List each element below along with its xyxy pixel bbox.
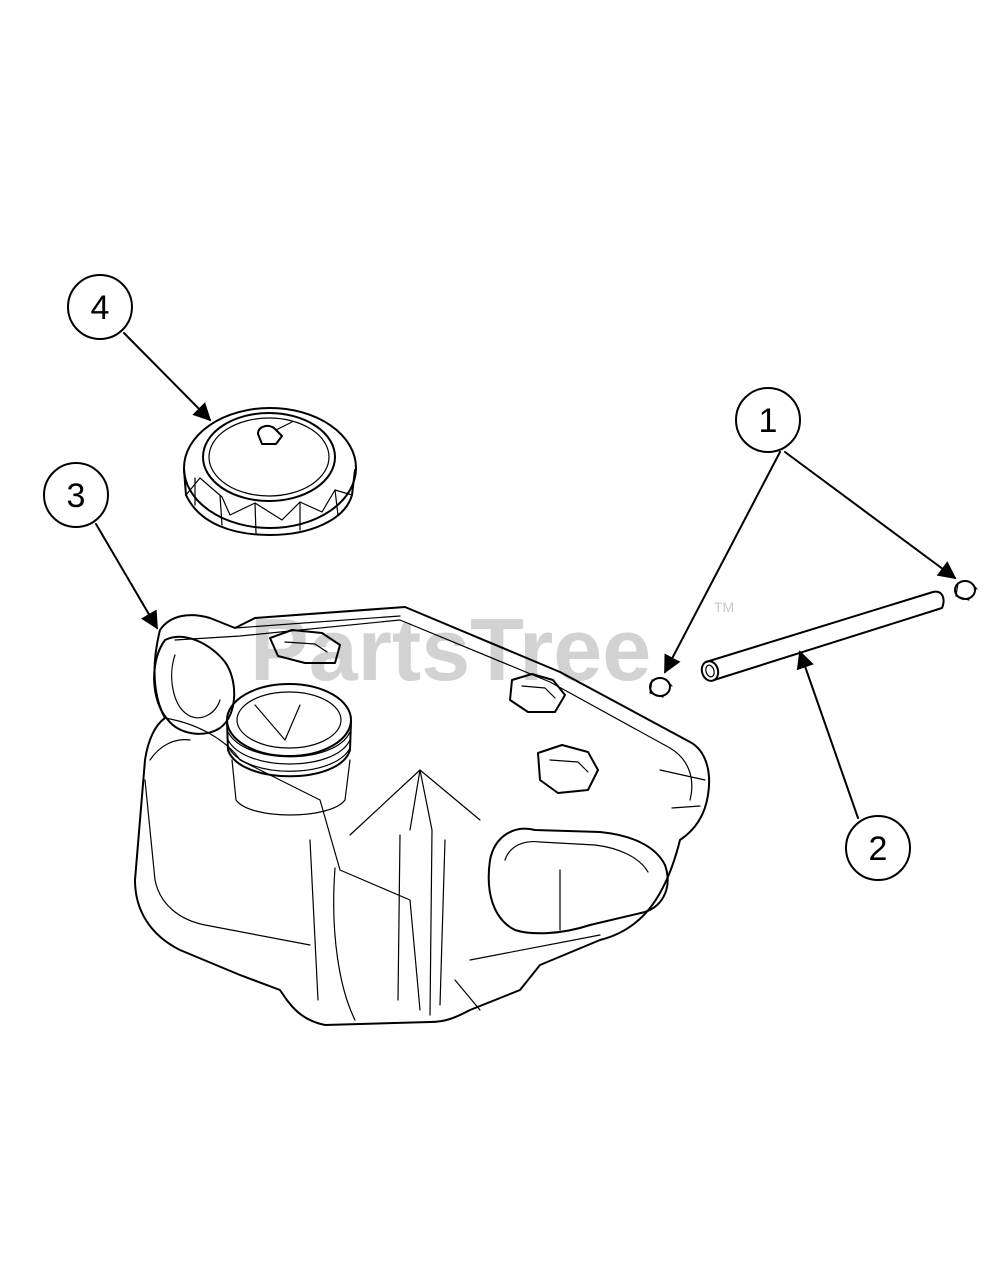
hose-clamp-left[interactable]	[649, 677, 673, 698]
fuel-cap[interactable]	[183, 407, 357, 536]
leader-1a	[664, 451, 781, 674]
callout-4-label: 4	[91, 289, 110, 327]
callout-2[interactable]: 2	[845, 815, 911, 881]
callout-4[interactable]: 4	[67, 274, 133, 340]
fuel-tank[interactable]	[134, 606, 710, 1026]
leader-2	[796, 650, 859, 819]
callout-2-label: 2	[869, 830, 888, 868]
leader-3	[95, 523, 158, 630]
callout-1[interactable]: 1	[735, 387, 801, 453]
watermark: PartsTree TM	[250, 599, 734, 699]
callout-3[interactable]: 3	[43, 462, 109, 528]
leader-4	[123, 332, 212, 422]
leader-lines	[95, 332, 957, 819]
fuel-hose[interactable]	[699, 590, 945, 683]
leader-1b	[784, 451, 957, 580]
hose-clamp-right[interactable]	[954, 580, 978, 601]
watermark-trademark: TM	[714, 599, 734, 615]
watermark-text: PartsTree	[250, 600, 651, 699]
callout-3-label: 3	[67, 477, 86, 515]
callout-1-label: 1	[759, 402, 778, 440]
